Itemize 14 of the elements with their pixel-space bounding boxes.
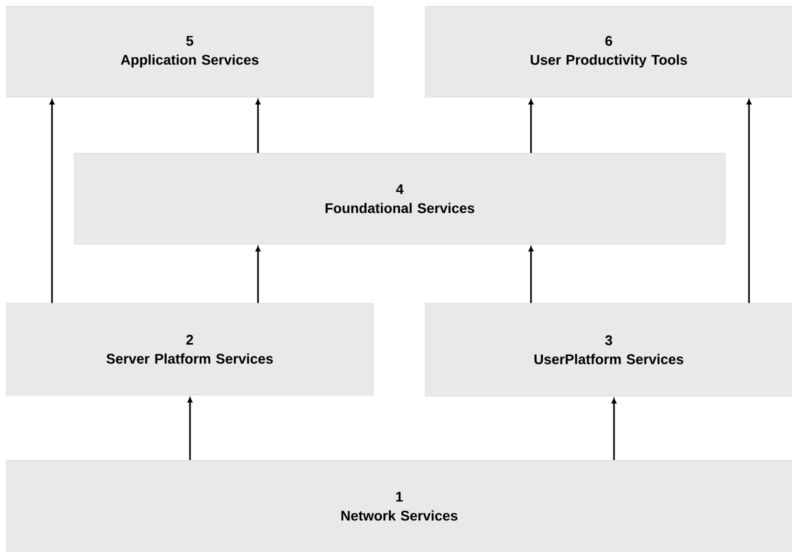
arrow [612,398,616,460]
service-box: 5 Application Services [6,6,374,98]
arrow [50,99,54,303]
arrow [528,246,534,303]
arrow [256,246,260,303]
service-box: 3 UserPlatform Services [425,303,792,396]
service-box: 4 Foundational Services [74,153,726,244]
arrow [528,99,534,153]
arrow [256,99,260,153]
service-box: 6 User Productivity Tools [425,6,792,98]
service-box: 1 Network Services [6,460,792,552]
arrow [746,99,752,303]
service-box: 2 Server Platform Services [6,303,374,396]
arrow [188,397,192,460]
